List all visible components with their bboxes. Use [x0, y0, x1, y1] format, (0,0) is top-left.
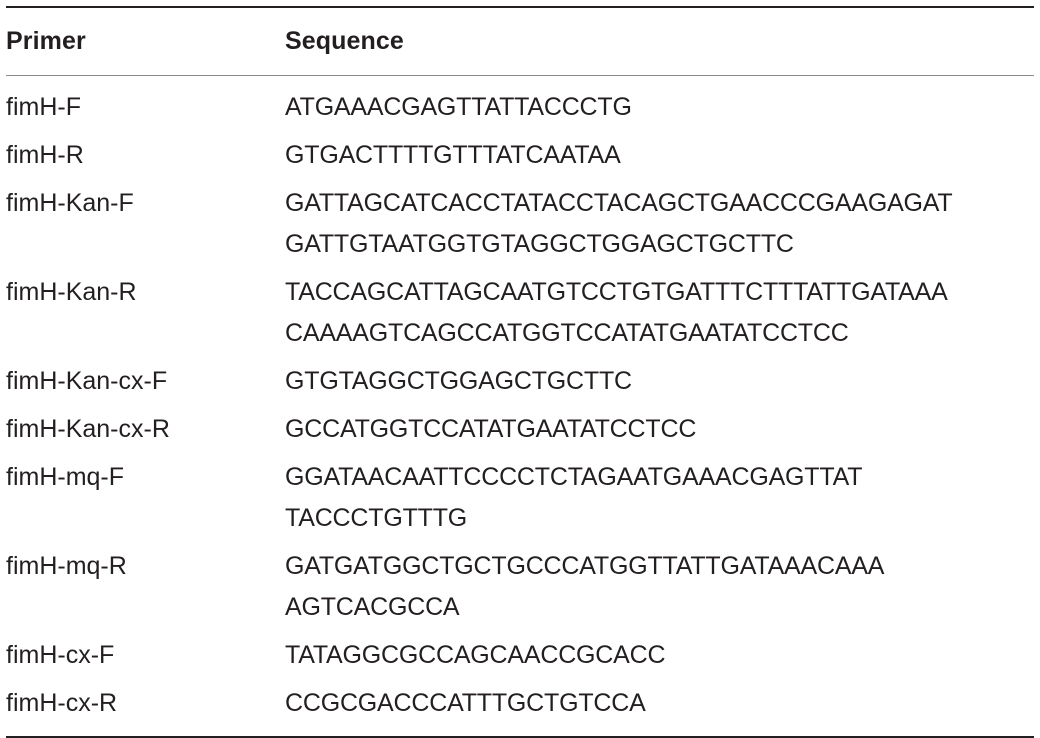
primer-sequence: TATAGGCGCCAGCAACCGCACC: [285, 635, 1034, 676]
primer-sequence: GTGTAGGCTGGAGCTGCTTC: [285, 361, 1034, 402]
primer-name: fimH-Kan-cx-R: [6, 415, 170, 443]
table-row: fimH-mq-F GGATAACAATTCCCCTCTAGAATGAAACGAG…: [6, 457, 1034, 539]
primer-name: fimH-mq-F: [6, 463, 125, 491]
primer-table: Primer Sequence fimH-F ATGAAACGAGTTATTACC…: [6, 6, 1034, 738]
primer-sequence: ATGAAACGAGTTATTACCCTG: [285, 87, 1034, 128]
primer-name: fimH-mq-R: [6, 552, 127, 580]
sequence-line: AGTCACGCCA: [285, 593, 460, 621]
sequence-line: TATAGGCGCCAGCAACCGCACC: [285, 641, 666, 669]
table-header: Primer Sequence: [6, 8, 1034, 75]
table-row: fimH-mq-R GATGATGGCTGCTGCCCATGGTTATTGATAA…: [6, 546, 1034, 628]
sequence-line: GATGATGGCTGCTGCCCATGGTTATTGATAAACAAA: [285, 552, 885, 580]
primer-name: fimH-Kan-cx-F: [6, 367, 168, 395]
primer-sequence: GCCATGGTCCATATGAATATCCTCC: [285, 409, 1034, 450]
sequence-line: GATTGTAATGGTGTAGGCTGGAGCTGCTTC: [285, 230, 794, 258]
sequence-line: TACCCTGTTTG: [285, 504, 468, 532]
primer-sequence: TACCAGCATTAGCAATGTCCTGTGATTTCTTTATTGATAA…: [285, 272, 1034, 354]
primer-name: fimH-F: [6, 93, 81, 121]
primer-sequence: GATGATGGCTGCTGCCCATGGTTATTGATAAACAAA AGTC…: [285, 546, 1034, 628]
sequence-line: GTGACTTTTGTTTATCAATAA: [285, 141, 621, 169]
table-row: fimH-cx-F TATAGGCGCCAGCAACCGCACC: [6, 635, 1034, 676]
table-row: fimH-F ATGAAACGAGTTATTACCCTG: [6, 87, 1034, 128]
primer-sequence: CCGCGACCCATTTGCTGTCCA: [285, 683, 1034, 724]
header-primer: Primer: [6, 27, 86, 55]
table-row: fimH-Kan-R TACCAGCATTAGCAATGTCCTGTGATTTCT…: [6, 272, 1034, 354]
primer-sequence: GGATAACAATTCCCCTCTAGAATGAAACGAGTTAT TACCC…: [285, 457, 1034, 539]
table-row: fimH-Kan-cx-F GTGTAGGCTGGAGCTGCTTC: [6, 361, 1034, 402]
primer-name: fimH-cx-F: [6, 641, 115, 669]
top-rule: [6, 6, 1034, 8]
bottom-rule: [6, 736, 1034, 738]
primer-name: fimH-Kan-R: [6, 278, 137, 306]
sequence-line: TACCAGCATTAGCAATGTCCTGTGATTTCTTTATTGATAA…: [285, 278, 948, 306]
primer-name: fimH-R: [6, 141, 84, 169]
sequence-line: CCGCGACCCATTTGCTGTCCA: [285, 689, 646, 717]
table-body: fimH-F ATGAAACGAGTTATTACCCTG fimH-R GTGACTT…: [6, 76, 1034, 736]
primer-name: fimH-cx-R: [6, 689, 118, 717]
table-row: fimH-Kan-F GATTAGCATCACCTATACCTACAGCTGAAC…: [6, 183, 1034, 265]
sequence-line: GTGTAGGCTGGAGCTGCTTC: [285, 367, 632, 395]
sequence-line: CAAAAGTCAGCCATGGTCCATATGAATATCCTCC: [285, 319, 849, 347]
sequence-line: GATTAGCATCACCTATACCTACAGCTGAACCCGAAGAGAT: [285, 189, 953, 217]
table-row: fimH-R GTGACTTTTGTTTATCAATAA: [6, 135, 1034, 176]
sequence-line: GCCATGGTCCATATGAATATCCTCC: [285, 415, 697, 443]
table-row: fimH-Kan-cx-R GCCATGGTCCATATGAATATCCTCC: [6, 409, 1034, 450]
sequence-line: ATGAAACGAGTTATTACCCTG: [285, 93, 632, 121]
sequence-line: GGATAACAATTCCCCTCTAGAATGAAACGAGTTAT: [285, 463, 863, 491]
primer-name: fimH-Kan-F: [6, 189, 134, 217]
table-row: fimH-cx-R CCGCGACCCATTTGCTGTCCA: [6, 683, 1034, 724]
primer-sequence: GTGACTTTTGTTTATCAATAA: [285, 135, 1034, 176]
header-rule: [6, 75, 1034, 76]
primer-sequence: GATTAGCATCACCTATACCTACAGCTGAACCCGAAGAGAT…: [285, 183, 1034, 265]
header-sequence: Sequence: [285, 27, 404, 55]
